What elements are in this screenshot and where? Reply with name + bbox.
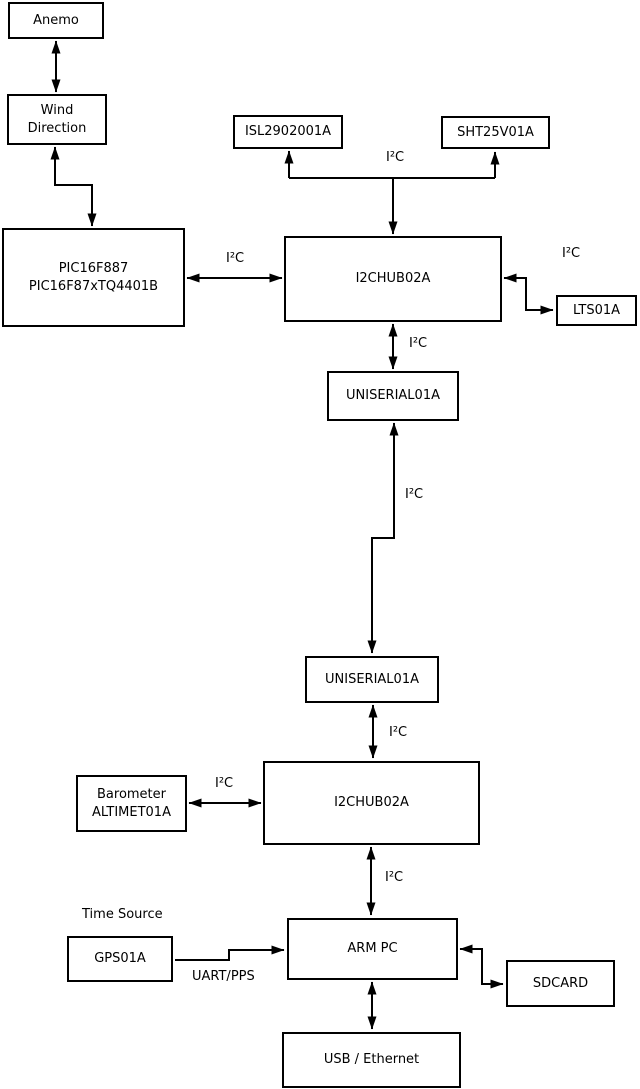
edge-label-i2c-uniserial-lower-hub: I²C bbox=[389, 725, 408, 740]
node-sdcard-label: SDCARD bbox=[532, 975, 589, 991]
node-i2chub02a-bottom-label: I2CHUB02A bbox=[334, 795, 409, 811]
node-isl2902001a-label: ISL2902001A bbox=[244, 124, 332, 140]
node-arm-pc: ARM PC bbox=[287, 918, 458, 980]
node-lts01a: LTS01A bbox=[556, 295, 637, 326]
node-isl2902001a: ISL2902001A bbox=[233, 115, 343, 149]
edge-label-i2c-uniserial-link: I²C bbox=[405, 487, 424, 502]
node-uniserial01a-upper-label: UNISERIAL01A bbox=[346, 388, 440, 404]
node-i2chub02a-bottom: I2CHUB02A bbox=[263, 761, 480, 845]
node-sdcard: SDCARD bbox=[506, 960, 615, 1007]
connector-armpc-sdcard bbox=[459, 944, 504, 989]
node-barometer-altimet01a: Barometer ALTIMET01A bbox=[76, 775, 187, 832]
node-usb-ethernet-label: USB / Ethernet bbox=[323, 1052, 420, 1068]
node-gps01a-label: GPS01A bbox=[94, 951, 146, 967]
connector-uniserialupper-uniseriallower bbox=[367, 422, 399, 654]
node-gps01a: GPS01A bbox=[67, 936, 173, 982]
node-wind-direction: Wind Direction bbox=[7, 94, 107, 145]
node-pic16f887: PIC16F887 PIC16F87xTQ4401B bbox=[2, 228, 185, 327]
edge-label-uart-pps: UART/PPS bbox=[192, 969, 255, 984]
edge-label-time-source: Time Source bbox=[82, 907, 163, 922]
node-anemo: Anemo bbox=[8, 2, 104, 39]
node-anemo-label: Anemo bbox=[33, 12, 79, 28]
node-sht25v01a-label: SHT25V01A bbox=[457, 124, 534, 140]
node-lts01a-label: LTS01A bbox=[572, 302, 621, 318]
edge-label-i2c-hub-uniserial-upper: I²C bbox=[409, 336, 428, 351]
node-uniserial01a-lower: UNISERIAL01A bbox=[305, 656, 439, 703]
node-uniserial01a-upper: UNISERIAL01A bbox=[327, 371, 459, 421]
node-usb-ethernet: USB / Ethernet bbox=[282, 1032, 461, 1088]
connector-winddirection-pic bbox=[50, 146, 97, 227]
node-arm-pc-label: ARM PC bbox=[347, 941, 398, 957]
node-wind-direction-label: Wind Direction bbox=[27, 102, 87, 136]
edge-label-i2c-barometer-hub: I²C bbox=[215, 776, 234, 791]
node-pic16f887-label: PIC16F887 PIC16F87xTQ4401B bbox=[28, 260, 159, 294]
node-i2chub02a-top-label: I2CHUB02A bbox=[355, 271, 431, 287]
connector-i2chubtop-lts bbox=[503, 273, 554, 315]
node-uniserial01a-lower-label: UNISERIAL01A bbox=[325, 671, 419, 687]
edge-label-i2c-pic-hub: I²C bbox=[226, 251, 245, 266]
node-i2chub02a-top: I2CHUB02A bbox=[284, 236, 502, 322]
edge-label-i2c-hub-lts: I²C bbox=[562, 246, 581, 261]
node-barometer-altimet01a-label: Barometer ALTIMET01A bbox=[92, 786, 171, 820]
node-sht25v01a: SHT25V01A bbox=[441, 116, 550, 149]
connector-gps-armpc bbox=[175, 945, 285, 961]
edge-label-i2c-sensor-bus: I²C bbox=[386, 150, 405, 165]
edge-label-i2c-hub-armpc: I²C bbox=[385, 870, 404, 885]
